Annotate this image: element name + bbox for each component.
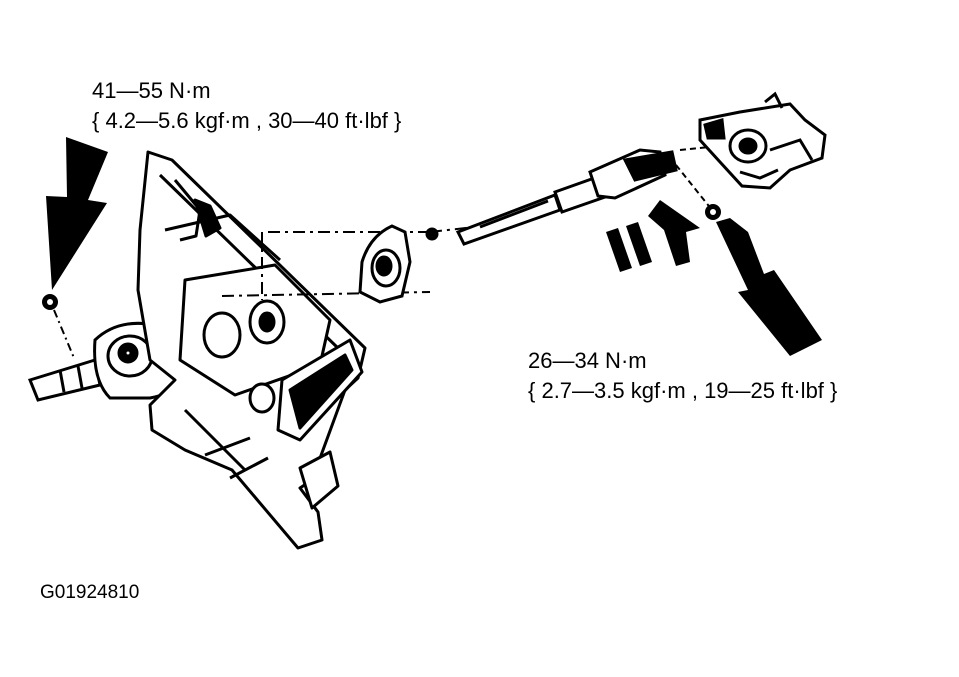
torque-arrow-lower-right xyxy=(716,218,822,356)
intermediate-shaft xyxy=(455,148,678,246)
torque-alt-units-upper: { 4.2—5.6 kgf·m , 30—40 ft·lbf } xyxy=(92,108,402,133)
steering-gear-joint xyxy=(698,91,827,190)
torque-nm-upper: 41—55 N·m xyxy=(92,78,211,103)
nut-upper-left xyxy=(42,294,58,310)
torque-alt-units-lower: { 2.7—3.5 kgf·m , 19—25 ft·lbf } xyxy=(528,378,838,403)
direction-arrow xyxy=(606,200,700,272)
torque-spec-lower-right: 26—34 N·m { 2.7—3.5 kgf·m , 19—25 ft·lbf… xyxy=(528,346,837,406)
torque-spec-upper-left: 41—55 N·m { 4.2—5.6 kgf·m , 30—40 ft·lbf… xyxy=(92,76,401,136)
hole-cover xyxy=(358,224,439,304)
dash-panel xyxy=(136,150,367,550)
torque-nm-lower: 26—34 N·m xyxy=(528,348,647,373)
torque-arrow-upper-left xyxy=(46,137,108,290)
nut-right xyxy=(705,204,721,220)
intermediate-lower-shaft xyxy=(28,358,102,402)
figure-id: G01924810 xyxy=(40,582,140,603)
